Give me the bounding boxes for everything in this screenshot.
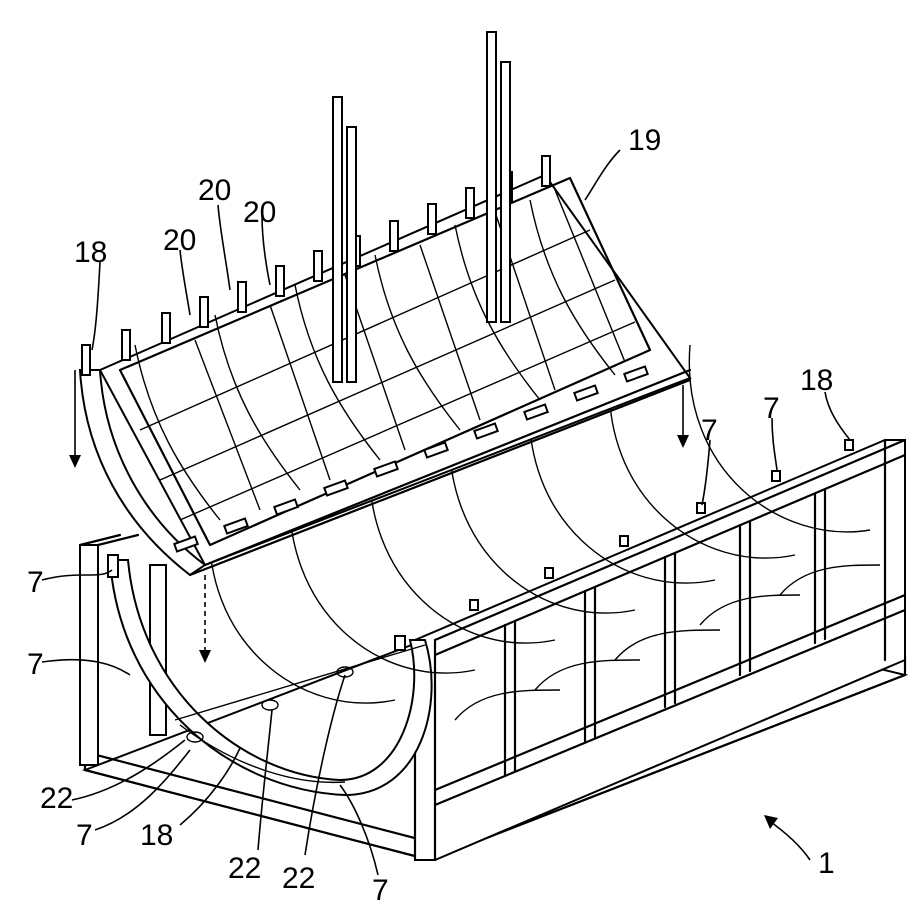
label-22-c: 22 — [282, 862, 315, 895]
label-20-b: 20 — [198, 174, 231, 207]
label-1: 1 — [818, 847, 835, 880]
label-22-b: 22 — [228, 852, 261, 885]
label-7-left-a: 7 — [27, 566, 44, 599]
label-20-a: 20 — [163, 224, 196, 257]
label-19: 19 — [628, 124, 661, 157]
label-7-bottom-a: 7 — [76, 819, 93, 852]
label-7-top-b: 7 — [701, 414, 718, 447]
label-7-left-b: 7 — [27, 648, 44, 681]
label-18-lower: 18 — [140, 819, 173, 852]
label-7-bottom-b: 7 — [372, 874, 389, 907]
label-7-top-a: 7 — [763, 392, 780, 425]
label-22-a: 22 — [40, 782, 73, 815]
label-18-side: 18 — [800, 364, 833, 397]
label-18-upper: 18 — [74, 236, 107, 269]
label-20-c: 20 — [243, 196, 276, 229]
